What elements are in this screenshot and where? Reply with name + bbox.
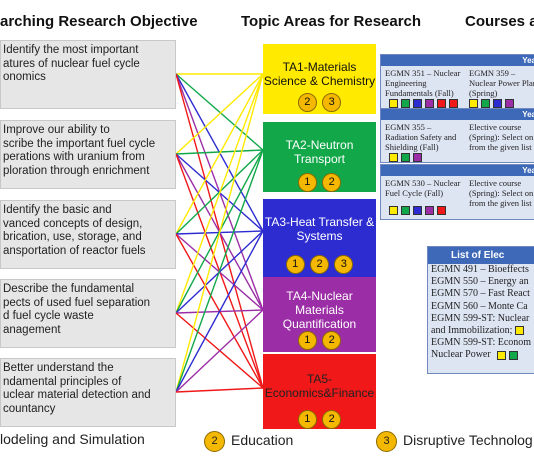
connector-line: [175, 309, 264, 393]
topic-area-ta1: TA1-Materials Science & Chemistry 2 3: [263, 44, 376, 114]
connector-line: [175, 73, 264, 235]
topic-area-ta3: TA3-Heat Transfer & Systems 1 2 3: [263, 199, 376, 277]
elective-item: EGMN 560 – Monte Ca: [431, 300, 528, 312]
topic-square: [437, 206, 446, 215]
category-badge: 2: [322, 173, 342, 192]
electives-title: List of Elec: [428, 247, 534, 264]
category-badge: 2: [322, 410, 342, 429]
topic-area-ta2: TA2-Neutron Transport 1 2: [263, 122, 376, 192]
topic-square: [401, 99, 410, 108]
topic-area-label: TA1-Materials Science & Chemistry: [263, 60, 376, 88]
year-header: Yea: [381, 55, 534, 66]
connector-line: [175, 230, 264, 393]
topic-square: [493, 99, 502, 108]
topic-square: [389, 206, 398, 215]
topic-area-ta4: TA4-Nuclear Materials Quantification 1 2: [263, 277, 376, 352]
connector-line: [175, 73, 264, 151]
topic-square: [437, 99, 446, 108]
legend-label: lodeling and Simulation: [0, 431, 145, 447]
objective-box: Improve our ability to scribe the import…: [0, 120, 176, 189]
category-badge: 2: [310, 255, 329, 274]
connector-line: [175, 387, 264, 393]
legend-education: 2 Education: [204, 431, 293, 452]
objective-box: Describe the fundamental pects of used f…: [0, 279, 176, 348]
topic-square: [401, 206, 410, 215]
objective-box: Identify the basic and vanced concepts o…: [0, 200, 176, 269]
course-cell: EGMN 530 – Nuclear Fuel Cycle (Fall): [385, 178, 461, 198]
connector-line: [175, 149, 264, 155]
course-cell: EGMN 355 – Radiation Safety and Shieldin…: [385, 122, 457, 152]
objective-box: Identify the most important atures of nu…: [0, 40, 176, 109]
topic-square: [425, 99, 434, 108]
category-badge: 1: [285, 255, 305, 274]
topic-square: [449, 99, 458, 108]
topic-square: [401, 153, 410, 162]
year-header: Yea: [381, 109, 534, 120]
topic-area-label: TA3-Heat Transfer & Systems: [264, 215, 375, 243]
topic-area-label: TA2-Neutron Transport: [285, 138, 354, 166]
topic-square: [508, 350, 518, 360]
legend-label: Disruptive Technolog: [403, 432, 533, 449]
category-badge: 3: [322, 93, 342, 112]
topic-area-label: TA5- Economics&Finance: [264, 372, 375, 400]
year-header: Yea: [381, 165, 534, 176]
elective-item: and Immobilization;: [428, 325, 534, 337]
year-panel-1: Yea EGMN 351 – Nuclear Engineering Funda…: [380, 54, 534, 110]
category-badge: 1: [297, 173, 317, 192]
connector-line: [175, 73, 264, 314]
topic-square: [413, 99, 422, 108]
year-panel-2: Yea EGMN 355 – Radiation Safety and Shie…: [380, 108, 534, 163]
elective-item-text: Nuclear Power: [431, 349, 491, 361]
elective-item: EGMN 550 – Energy an: [431, 276, 529, 288]
legend-disruptive: 3 Disruptive Technolog: [376, 431, 533, 452]
course-cell: Elective course (Spring): Select on from…: [469, 122, 534, 152]
topic-area-label: TA4-Nuclear Materials Quantification: [282, 289, 357, 331]
topic-areas-header: Topic Areas for Research: [241, 13, 422, 30]
connector-line: [175, 73, 264, 155]
category-badge: 2: [297, 93, 317, 112]
legend-badge: 2: [204, 431, 225, 452]
course-cell: EGMN 359 – Nuclear Power Plan (Spring): [469, 68, 534, 98]
topic-square: [497, 350, 507, 360]
topic-square: [514, 326, 524, 336]
course-cell: Elective course (Spring): Select on from…: [469, 178, 534, 208]
elective-item: EGMN 599-ST: Nuclear: [431, 312, 530, 324]
category-badge: 1: [297, 331, 317, 350]
topic-square: [413, 153, 422, 162]
topic-square: [469, 99, 478, 108]
course-cell: EGMN 351 – Nuclear Engineering Fundament…: [385, 68, 461, 98]
year-panel-3: Yea EGMN 530 – Nuclear Fuel Cycle (Fall)…: [380, 164, 534, 220]
objective-box: Better understand the ndamental principl…: [0, 358, 176, 427]
topic-square: [505, 99, 514, 108]
category-badge: 3: [334, 255, 354, 274]
topic-square: [413, 206, 422, 215]
legend-badge: 3: [376, 431, 397, 452]
topic-square: [389, 153, 398, 162]
elective-item: EGMN 570 – Fast React: [431, 288, 530, 300]
objectives-header: arching Research Objective: [0, 13, 198, 30]
topic-square: [481, 99, 490, 108]
elective-item: EGMN 599-ST: Econom: [431, 337, 532, 349]
topic-square: [425, 206, 434, 215]
topic-area-ta5: TA5- Economics&Finance 1 2: [263, 354, 376, 429]
connector-line: [175, 149, 264, 393]
electives-panel: List of Elec EGMN 491 – Bioeffects EGMN …: [427, 246, 534, 374]
elective-item-text: and Immobilization;: [431, 325, 513, 337]
category-badge: 1: [297, 410, 317, 429]
legend-modeling: lodeling and Simulation: [0, 431, 145, 447]
elective-item: EGMN 491 – Bioeffects: [431, 264, 529, 275]
legend-label: Education: [231, 432, 294, 449]
category-badge: 2: [322, 331, 342, 350]
connector-line: [175, 73, 264, 393]
topic-square: [389, 99, 398, 108]
courses-header: Courses ar: [465, 13, 534, 30]
elective-item: Nuclear Power: [428, 349, 534, 361]
